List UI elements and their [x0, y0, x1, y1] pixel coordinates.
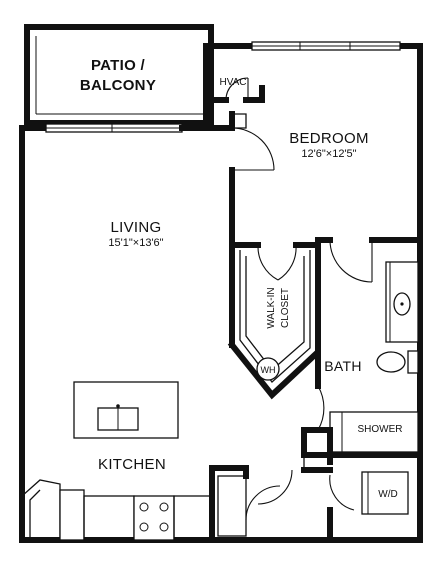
shower-label: SHOWER	[358, 424, 403, 435]
living-dims: 15'1"×13'6"	[108, 237, 163, 249]
bedroom-wall	[227, 111, 423, 400]
hvac-closet	[203, 43, 265, 131]
closet-label-line2: CLOSET	[280, 288, 291, 328]
room-labels: PATIO / BALCONY HVAC BEDROOM 12'6"×12'5"…	[80, 57, 403, 500]
water-heater-icon	[256, 357, 280, 381]
bedroom-label: BEDROOM	[289, 130, 369, 147]
bedroom-dims: 12'6"×12'5"	[301, 148, 356, 160]
living-label: LIVING	[111, 219, 162, 236]
laundry-label: W/D	[378, 489, 397, 500]
toilet-icon	[376, 350, 419, 374]
bath-label: BATH	[324, 358, 362, 374]
patio-label-line1: PATIO /	[91, 57, 146, 74]
laundry	[327, 452, 409, 543]
patio-label-line2: BALCONY	[80, 77, 156, 94]
dishwasher	[59, 489, 85, 541]
kitchen-label: KITCHEN	[98, 456, 166, 473]
walk-in-closet	[229, 242, 321, 383]
kitchen	[21, 381, 333, 543]
patio-balcony	[24, 24, 214, 126]
closet-label-line1: WALK-IN	[266, 287, 277, 328]
water-heater-label: WH	[261, 365, 276, 375]
range-icon	[133, 495, 175, 541]
bathroom	[301, 261, 423, 458]
hvac-label: HVAC	[219, 77, 246, 88]
